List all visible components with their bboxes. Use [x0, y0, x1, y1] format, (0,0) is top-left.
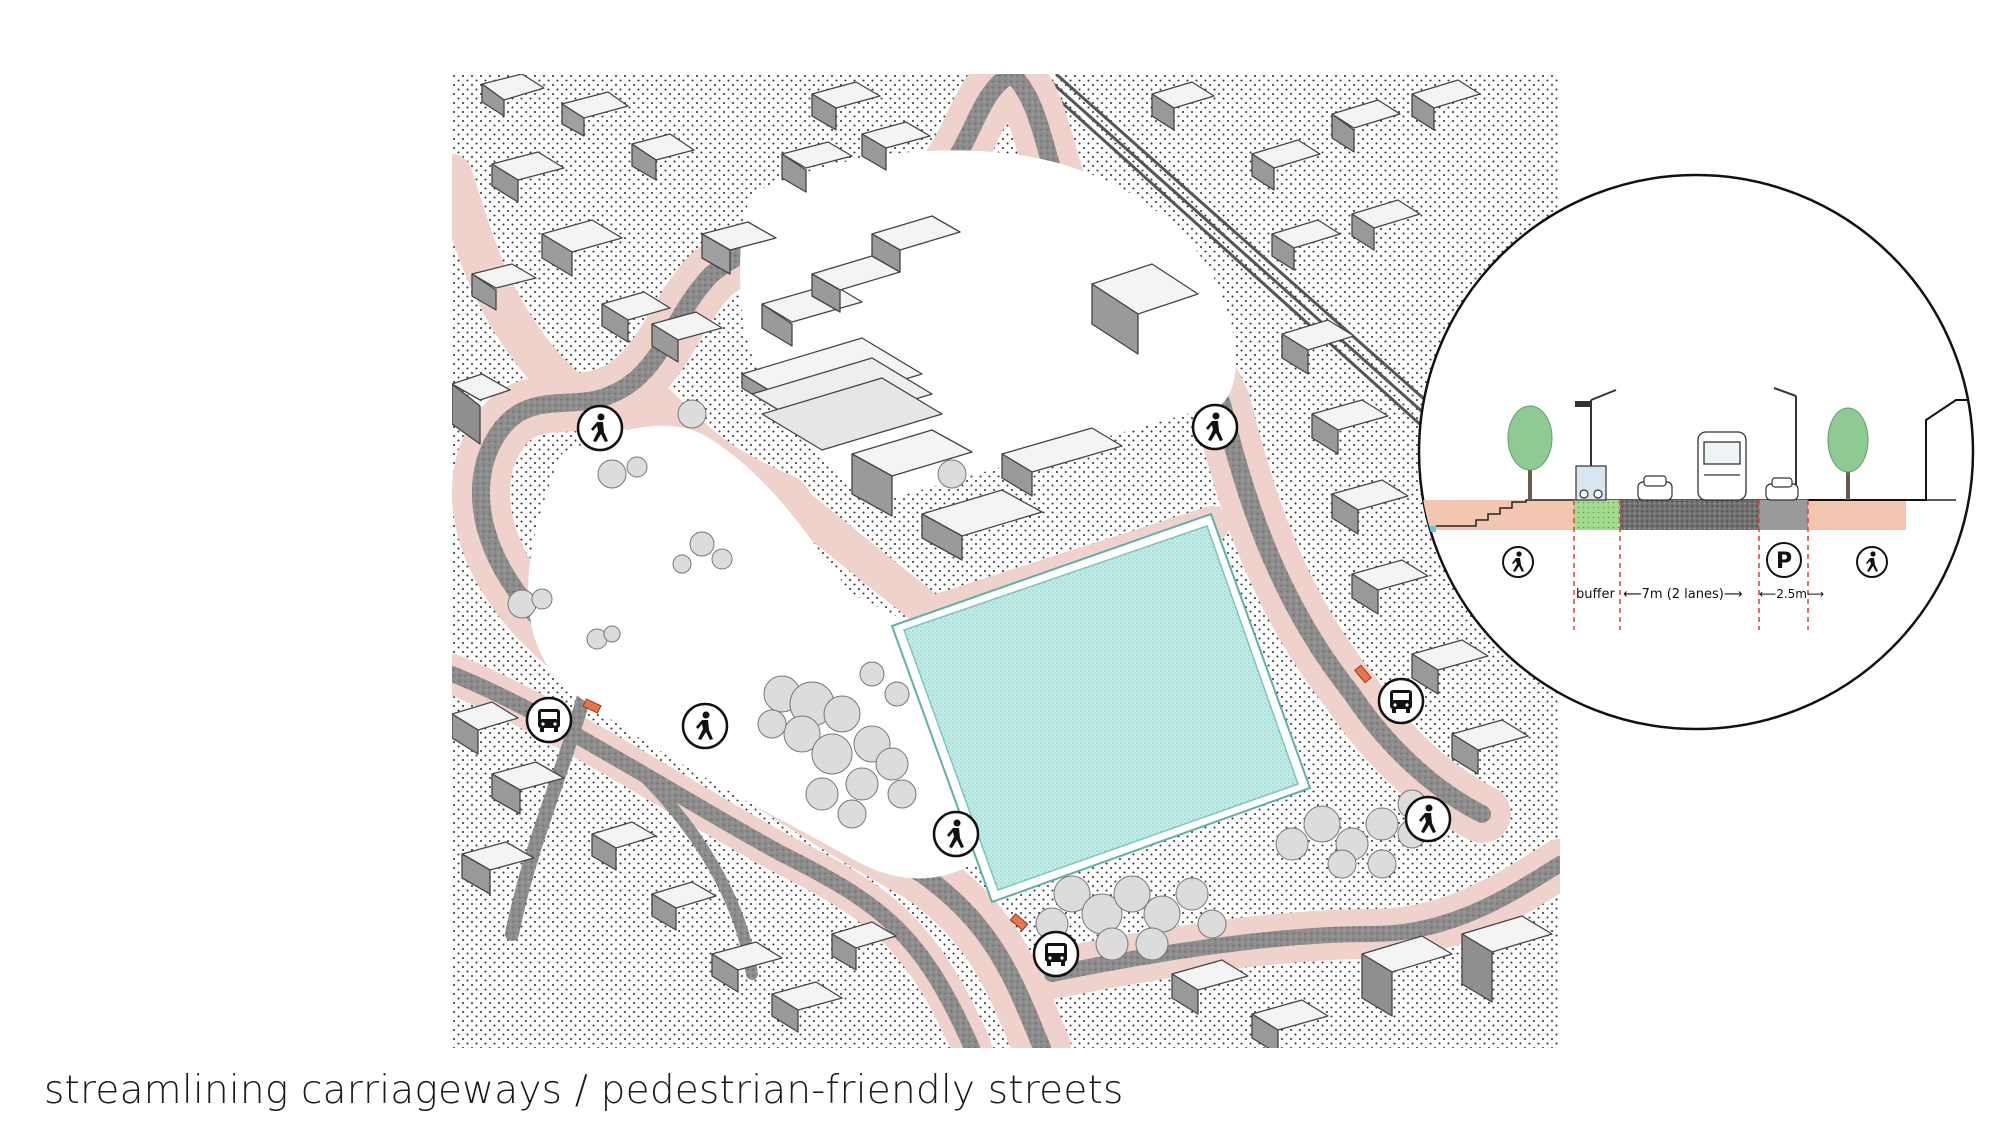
pedestrian-icon	[681, 702, 729, 750]
street-light-icon	[1773, 387, 1797, 500]
bus-shelters	[582, 664, 1372, 931]
tree-icon	[1507, 405, 1553, 500]
lake-tank	[890, 512, 1312, 904]
section-parking-lane	[1759, 500, 1808, 530]
carriageway-width-label: ⟵7m (2 lanes)⟶	[1623, 587, 1742, 602]
parking-symbol: P	[1776, 549, 1792, 574]
bus-stop-icon	[525, 696, 573, 744]
pedestrian-icon	[1856, 546, 1888, 578]
pedestrian-icon	[1502, 546, 1534, 578]
car-icon	[1765, 477, 1799, 501]
figure-caption: streamlining carriageways / pedestrian-f…	[44, 1068, 1124, 1113]
buffer-label: buffer	[1576, 587, 1615, 602]
car-icon	[1637, 475, 1673, 501]
site-plan-map	[452, 74, 1560, 1048]
bicycle-kiosk	[1575, 465, 1607, 501]
parking-width-label: ⟵2.5m⟶	[1759, 587, 1824, 601]
pedestrian-icon	[576, 404, 624, 452]
bus-stop-icon	[1032, 930, 1080, 978]
dimension-guides	[1573, 500, 1809, 630]
pedestrian-icon	[1404, 795, 1452, 843]
buildings	[452, 74, 1553, 1048]
pedestrian-markers	[576, 403, 1452, 858]
bus-icon	[1697, 431, 1747, 501]
section-carriageway	[1620, 500, 1759, 530]
tree-canopy	[507, 399, 1427, 961]
tree-icon	[1827, 407, 1869, 500]
section-buffer-zone	[1574, 500, 1620, 530]
bus-markers	[525, 677, 1425, 978]
section-circle-frame	[1417, 173, 1975, 731]
parking-icon: P	[1766, 542, 1802, 578]
bus-stop-icon	[1377, 677, 1425, 725]
pedestrian-icon	[932, 810, 980, 858]
street-section-callout: P buffer ⟵7m (2 lanes)⟶ ⟵2.5m⟶	[1416, 170, 1976, 734]
pedestrian-icon	[1191, 403, 1239, 451]
